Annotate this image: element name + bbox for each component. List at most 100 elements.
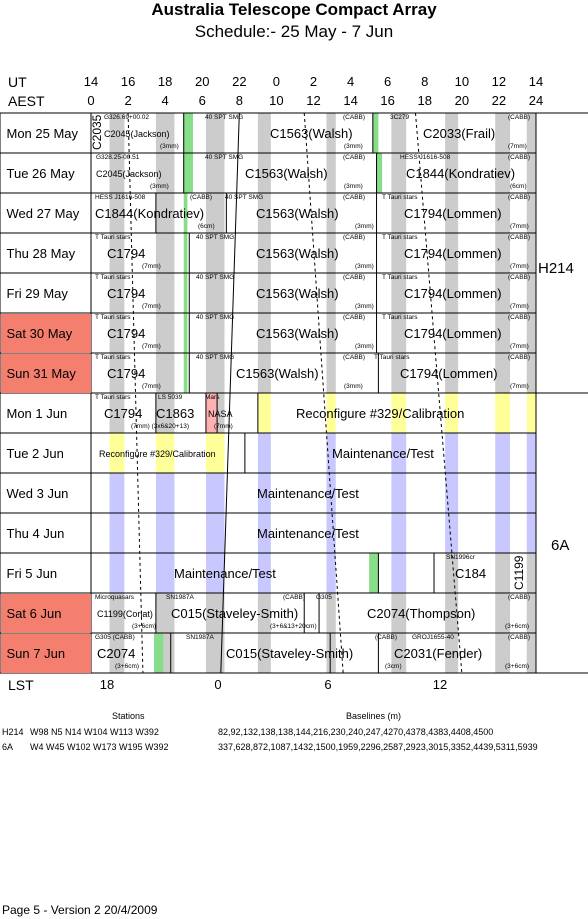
observation-note: GROJ1655-40 bbox=[412, 634, 454, 641]
observation-note: G328.25-00.51 bbox=[96, 154, 140, 161]
time-stripe bbox=[326, 113, 336, 153]
aest-tick: 20 bbox=[454, 93, 470, 108]
observation-note: 40 SPT SMG bbox=[205, 154, 244, 161]
project-label: C1863 bbox=[156, 406, 195, 421]
ut-tick: 6 bbox=[384, 74, 392, 89]
project-label: C2074 bbox=[97, 646, 136, 661]
ut-tick: 20 bbox=[195, 74, 210, 89]
green-block bbox=[183, 313, 188, 353]
time-stripe bbox=[391, 513, 407, 553]
time-stripe bbox=[205, 273, 225, 313]
observation-note: (7mm) bbox=[142, 303, 161, 310]
observation-note: HESS J1616-508 bbox=[400, 154, 451, 161]
time-stripe bbox=[495, 433, 511, 473]
time-stripe bbox=[326, 353, 336, 393]
ut-tick: 16 bbox=[120, 74, 136, 89]
observation-note: (7mm) bbox=[510, 383, 529, 390]
lst-zero-track bbox=[220, 112, 240, 674]
time-stripe bbox=[326, 193, 336, 233]
aest-tick: 10 bbox=[269, 93, 284, 108]
observation-note: G305 (CABB) bbox=[95, 634, 135, 641]
time-stripe bbox=[155, 193, 175, 233]
project-label: C015(Staveley-Smith) bbox=[226, 646, 354, 661]
project-label: Reconfigure #329/Calibration bbox=[296, 406, 465, 421]
time-stripe bbox=[155, 113, 175, 153]
observation-note: G326.69+00.02 bbox=[104, 114, 149, 121]
observation-note: (CABB) bbox=[508, 154, 531, 161]
time-stripe bbox=[257, 593, 271, 633]
observation-note: G305 bbox=[316, 594, 332, 601]
time-stripe bbox=[445, 513, 459, 553]
observation-note: (CABB) bbox=[343, 194, 366, 201]
legend-stations-6a: W4 W45 W102 W173 W195 W392 bbox=[30, 742, 169, 752]
time-stripe bbox=[495, 593, 511, 633]
observation-note: T Tauri stars bbox=[95, 234, 131, 241]
observation-note: (7mm) bbox=[508, 143, 527, 150]
time-stripe bbox=[257, 353, 271, 393]
project-label: C2031(Fender) bbox=[394, 646, 483, 661]
project-label: C1563(Walsh) bbox=[256, 326, 339, 341]
green-block bbox=[183, 153, 193, 193]
project-label: C1794 bbox=[107, 286, 146, 301]
time-stripe bbox=[326, 273, 336, 313]
legend-baselines-h214: 82,92,132,138,138,144,216,230,240,247,42… bbox=[218, 727, 494, 737]
aest-tick: 24 bbox=[528, 93, 544, 108]
time-stripe bbox=[445, 313, 459, 353]
time-stripe bbox=[495, 233, 511, 273]
ut-tick: 10 bbox=[454, 74, 470, 89]
ut-tick: 22 bbox=[232, 74, 247, 89]
observation-note: (3+6cm) bbox=[132, 623, 157, 630]
time-stripe bbox=[155, 553, 175, 593]
lst-tick: 0 bbox=[214, 677, 222, 692]
time-stripe bbox=[205, 233, 225, 273]
observation-note: (CABB) bbox=[343, 114, 366, 121]
time-stripe bbox=[445, 433, 459, 473]
observation-note: 40 SPT SMG bbox=[205, 114, 244, 121]
time-stripe bbox=[109, 633, 125, 673]
time-stripe bbox=[391, 433, 407, 473]
project-label: C1794 bbox=[107, 326, 146, 341]
project-label: C1794(Lommen) bbox=[404, 206, 502, 221]
config-h214: H214 bbox=[538, 260, 574, 277]
time-stripe bbox=[205, 473, 225, 513]
observation-note: (6cm) bbox=[198, 223, 215, 230]
time-stripe bbox=[257, 273, 271, 313]
observation-note: (CABB) bbox=[343, 274, 366, 281]
time-stripe bbox=[155, 273, 175, 313]
time-stripe bbox=[495, 113, 511, 153]
observation-note: (7mm) (3x6&20+13) bbox=[131, 423, 189, 430]
observation-note: T Tauri stars bbox=[95, 274, 131, 281]
observation-note: (3mm) bbox=[355, 303, 374, 310]
time-stripe bbox=[109, 153, 125, 193]
time-stripe bbox=[326, 233, 336, 273]
observation-note: (3mm) bbox=[160, 143, 179, 150]
time-stripe bbox=[205, 633, 225, 673]
observation-note: (CABB) bbox=[508, 274, 531, 281]
time-stripe bbox=[109, 353, 125, 393]
lst-tick: 18 bbox=[99, 677, 115, 692]
green-block bbox=[183, 273, 188, 313]
pink-block bbox=[205, 393, 218, 433]
green-block bbox=[183, 353, 188, 393]
day-label: Tue 26 May bbox=[6, 165, 75, 181]
observation-note: LS 5039 bbox=[158, 394, 183, 401]
aest-tick: 2 bbox=[124, 93, 132, 108]
time-stripe bbox=[391, 393, 407, 433]
aest-tick: 0 bbox=[87, 93, 95, 108]
lst-axis-label: LST bbox=[8, 677, 34, 693]
ut-tick: 0 bbox=[272, 74, 281, 89]
observation-note: T Tauri stars bbox=[382, 234, 418, 241]
observation-note: 3C279 bbox=[390, 114, 410, 121]
time-stripe bbox=[205, 593, 225, 633]
green-block bbox=[183, 193, 188, 233]
time-stripe bbox=[391, 193, 407, 233]
ut-axis-label: UT bbox=[8, 74, 27, 90]
observation-note: (3cm) bbox=[385, 663, 402, 670]
aest-tick: 14 bbox=[343, 93, 358, 108]
time-stripe bbox=[391, 633, 407, 673]
ut-tick: 14 bbox=[528, 74, 544, 89]
project-label: C1794(Lommen) bbox=[404, 326, 502, 341]
time-stripe bbox=[445, 153, 459, 193]
time-stripe bbox=[257, 313, 271, 353]
observation-note: (7mm) bbox=[510, 263, 529, 270]
